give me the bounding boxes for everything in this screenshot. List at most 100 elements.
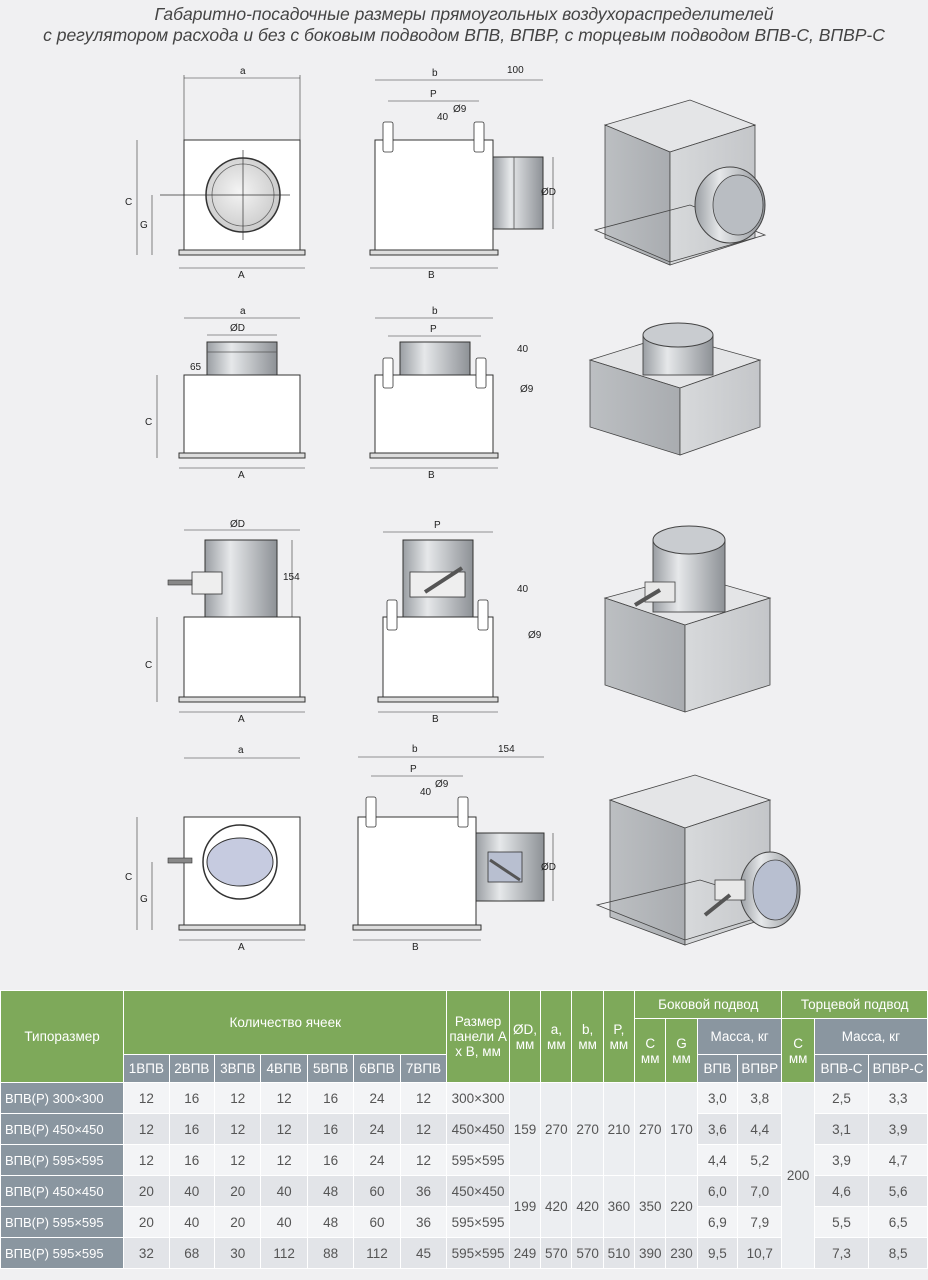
- cell-mass: 8,5: [868, 1237, 928, 1269]
- table-row: ВПВ(Р) 300×300 12 16 12 12 16 24 12 300×…: [0, 1082, 928, 1269]
- th-cell-2: 2ВПВ: [168, 1054, 216, 1083]
- cell: 40: [260, 1206, 308, 1238]
- th-type: Типоразмер: [0, 990, 125, 1083]
- dim-40: 40: [437, 112, 449, 123]
- dim-B: B: [428, 270, 435, 281]
- dim-a-2: a: [240, 306, 246, 317]
- cell: 16: [306, 1113, 355, 1145]
- th-D: ØD, мм: [508, 990, 542, 1083]
- dim-154-4: 154: [498, 744, 515, 755]
- cell: 24: [353, 1113, 401, 1145]
- cell-panel: 450×450: [446, 1175, 510, 1207]
- dim-A-3: A: [238, 714, 245, 725]
- th-mass-side: Масса, кг: [696, 1018, 783, 1055]
- cell-D: 249: [508, 1237, 542, 1269]
- cell-C: 390: [634, 1237, 667, 1269]
- spec-table: Типоразмер Количество ячеек Размер панел…: [0, 990, 928, 1269]
- cell-b: 420: [571, 1175, 604, 1238]
- dim-C-2: C: [145, 417, 152, 428]
- cell-mass: 3,1: [813, 1113, 870, 1145]
- cell-mass: 6,5: [868, 1206, 928, 1238]
- table-row: ВПВ(Р) 450×450 20 40 20 40 48 60 36 450×…: [0, 1175, 928, 1238]
- th-mass-vpvr: ВПВР: [737, 1054, 783, 1083]
- cell: 16: [168, 1113, 216, 1145]
- cell: 12: [260, 1144, 308, 1176]
- dim-a-4: a: [238, 745, 244, 756]
- dim-C: C: [125, 197, 132, 208]
- dim-B-2: B: [428, 470, 435, 481]
- row-name: ВПВ(Р) 595×595: [0, 1144, 125, 1176]
- cell-C: 350: [634, 1175, 667, 1238]
- cell-a: 570: [540, 1237, 573, 1269]
- cell: 45: [399, 1237, 448, 1269]
- cell: 36: [399, 1206, 448, 1238]
- th-P: P, мм: [602, 990, 636, 1083]
- dim-a: a: [240, 66, 246, 77]
- cell-mass: 3,9: [868, 1113, 928, 1145]
- row1-side-view: b 100 P 40 Ø9 ØD B: [369, 65, 556, 281]
- dim-C-3: C: [145, 660, 152, 671]
- cell-mass: 4,4: [696, 1144, 739, 1176]
- th-mass-vpvs: ВПВ-С: [813, 1054, 870, 1083]
- cell-P: 360: [602, 1175, 636, 1238]
- cell-mass: 3,0: [696, 1082, 739, 1114]
- th-cells: Количество ячеек: [123, 990, 448, 1055]
- dim-D-3: ØD: [230, 519, 245, 530]
- th-cell-6: 6ВПВ: [353, 1054, 401, 1083]
- dim-hole-2: Ø9: [520, 384, 534, 395]
- cell: 12: [214, 1113, 262, 1145]
- dim-hole-4: Ø9: [435, 779, 449, 790]
- cell-mass: 7,9: [737, 1206, 783, 1238]
- spec-table-wrapper: Типоразмер Количество ячеек Размер панел…: [0, 990, 928, 1280]
- table-row: ВПВ(Р) 450×450 12 16 12 12 16 24 12 450×…: [0, 1113, 928, 1145]
- th-b: b, мм: [571, 990, 604, 1083]
- cell: 24: [353, 1144, 401, 1176]
- cell: 40: [260, 1175, 308, 1207]
- row3-iso-view: [603, 525, 772, 713]
- cell-P: 510: [602, 1237, 636, 1269]
- cell-G: 170: [665, 1082, 698, 1176]
- cell-mass: 3,8: [737, 1082, 783, 1114]
- cell: 12: [399, 1144, 448, 1176]
- cell: 12: [123, 1082, 170, 1114]
- dim-A: A: [238, 270, 245, 281]
- cell-C: 270: [634, 1082, 667, 1176]
- dim-hole: Ø9: [453, 104, 467, 115]
- cell-panel: 595×595: [446, 1144, 510, 1176]
- cell: 12: [260, 1113, 308, 1145]
- cell-b: 270: [571, 1082, 604, 1176]
- cell-mass: 9,5: [696, 1237, 739, 1269]
- cell: 48: [306, 1206, 355, 1238]
- table-row: ВПВ(Р) 595×595 12 16 12 12 16 24 12 595×…: [0, 1144, 928, 1176]
- cell: 60: [353, 1175, 401, 1207]
- dim-P-2: P: [430, 324, 437, 335]
- row-name: ВПВ(Р) 450×450: [0, 1175, 125, 1207]
- cell-a: 270: [540, 1082, 573, 1176]
- row2-side-view: b P 40 Ø9 B: [369, 306, 534, 481]
- cell-mass: 4,6: [813, 1175, 870, 1207]
- cell: 12: [214, 1144, 262, 1176]
- dim-D: ØD: [541, 187, 556, 198]
- table-row: ВПВ(Р) 595×595 20 40 20 40 48 60 36 595×…: [0, 1206, 928, 1238]
- cell: 30: [214, 1237, 262, 1269]
- row-name: ВПВ(Р) 595×595: [0, 1237, 125, 1269]
- dim-154: 154: [283, 572, 300, 583]
- cell: 68: [168, 1237, 216, 1269]
- th-cell-3: 3ВПВ: [214, 1054, 262, 1083]
- cell-P: 210: [602, 1082, 636, 1176]
- cell: 12: [260, 1082, 308, 1114]
- row2-front-view: a ØD 65 C A: [145, 306, 306, 481]
- row1-iso-view: [593, 99, 767, 266]
- dim-P-4: P: [410, 764, 417, 775]
- th-C: C мм: [634, 1018, 667, 1083]
- cell-mass: 6,0: [696, 1175, 739, 1207]
- dim-G-4: G: [140, 894, 148, 905]
- th-mass-end: Масса, кг: [813, 1018, 928, 1055]
- cell-mass: 3,9: [813, 1144, 870, 1176]
- cell-mass: 4,4: [737, 1113, 783, 1145]
- cell-b: 570: [571, 1237, 604, 1269]
- cell-mass: 6,9: [696, 1206, 739, 1238]
- dim-b-4: b: [412, 744, 418, 755]
- cell: 12: [214, 1082, 262, 1114]
